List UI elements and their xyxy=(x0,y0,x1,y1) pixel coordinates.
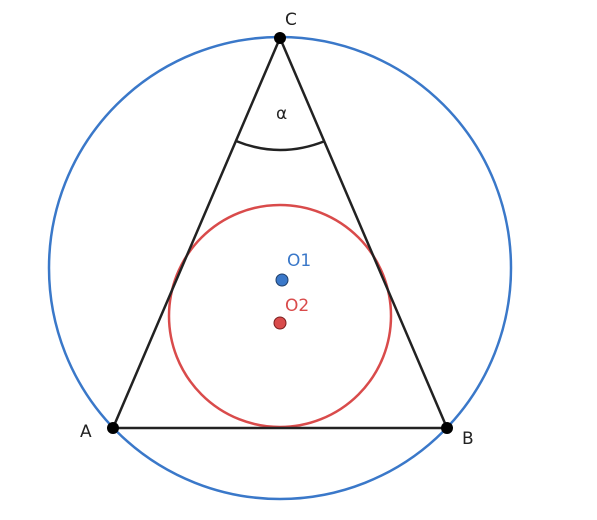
vertex-c xyxy=(274,32,286,44)
incenter-point xyxy=(273,316,287,330)
triangle-abc xyxy=(111,36,449,430)
label-a: A xyxy=(80,422,92,442)
label-alpha: α xyxy=(276,104,287,124)
vertex-b xyxy=(441,422,453,434)
label-o2: O2 xyxy=(285,296,309,316)
vertex-a xyxy=(107,422,119,434)
circumcenter-point xyxy=(275,273,289,287)
incircle xyxy=(167,203,393,429)
label-b: B xyxy=(462,429,474,449)
angle-arc xyxy=(235,139,326,152)
label-o1: O1 xyxy=(287,251,311,271)
label-c: C xyxy=(285,10,297,30)
